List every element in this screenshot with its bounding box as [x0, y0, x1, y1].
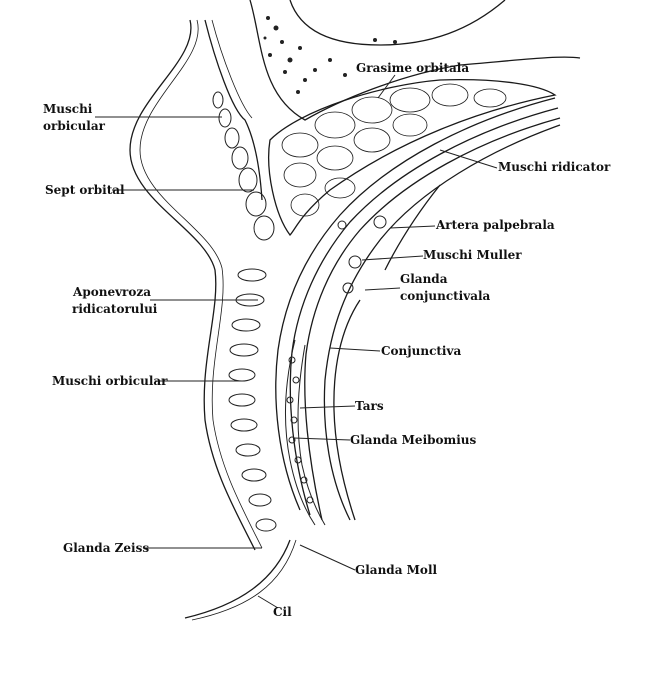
conjunctival-gland-detail: [337, 215, 387, 294]
levator-and-tarsus: [275, 97, 561, 521]
label-glanda-conjunctivala-line2: conjunctivala: [400, 289, 491, 303]
label-muschi-ridicator: Muschi ridicator: [498, 160, 611, 174]
orbicular-muscle: [212, 91, 277, 532]
label-cil: Cil: [273, 605, 292, 619]
label-aponevroza-line2: ridicatorului: [72, 302, 158, 316]
label-glanda-zeiss: Glanda Zeiss: [63, 541, 150, 555]
label-artera-palpebrala: Artera palpebrala: [436, 218, 555, 232]
label-glanda-meibomius: Glanda Meibomius: [350, 433, 477, 447]
label-glanda-moll: Glanda Moll: [355, 563, 438, 577]
label-muschi-muller: Muschi Muller: [423, 248, 522, 262]
label-sept-orbital: Sept orbital: [45, 183, 125, 197]
label-muschi-orbicular-superior-line2: orbicular: [43, 119, 105, 133]
orbital-fat: [268, 79, 557, 236]
meibomian-glands: [284, 339, 326, 526]
label-conjunctiva: Conjunctiva: [381, 344, 462, 358]
label-tars: Tars: [355, 399, 384, 413]
leader-lines: [95, 74, 498, 609]
label-grasime-orbitala: Grasime orbitala: [356, 61, 470, 75]
label-muschi-orbicular-superior-line1: Muschi: [43, 102, 93, 116]
label-aponevroza-line1: Aponevroza: [73, 285, 151, 299]
label-glanda-conjunctivala-line1: Glanda: [400, 272, 448, 286]
eyelid-skin: [129, 19, 263, 551]
orbital-bone: [249, 0, 581, 121]
label-muschi-orbicular-inferior: Muschi orbicular: [52, 374, 168, 388]
eyelash: [184, 539, 297, 621]
